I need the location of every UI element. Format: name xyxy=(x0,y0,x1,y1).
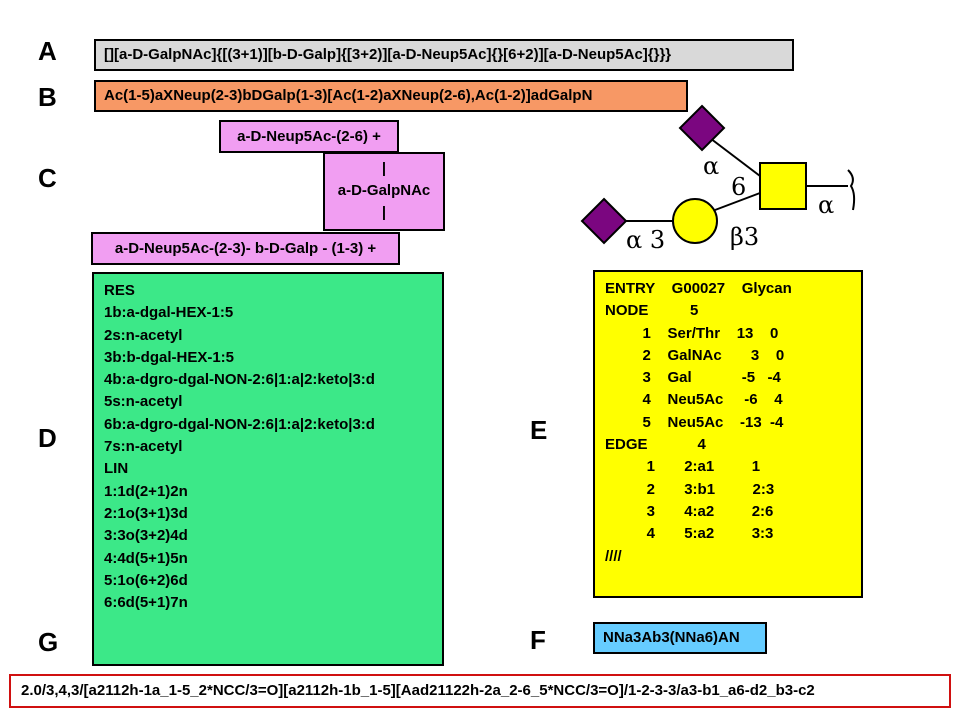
kcf-line: NODE 5 xyxy=(605,302,699,320)
kcf-line: 5 Neu5Ac -13 -4 xyxy=(605,413,784,431)
glycoct-line: 2s:n-acetyl xyxy=(104,326,183,344)
kcf-line: 1 2:a1 1 xyxy=(605,458,761,476)
label-d: D xyxy=(38,423,57,453)
kcf-line: //// xyxy=(605,547,622,565)
notation-c-bottom-branch: a-D-Neup5Ac-(2-3)- b-D-Galp - (1-3) + xyxy=(91,232,400,265)
label-six: 6 xyxy=(731,173,746,201)
notation-a-text: [][a-D-GalpNAc]{[(3+1)][b-D-Galp]{[3+2)]… xyxy=(104,46,672,63)
glycoct-line: 1b:a-dgal-HEX-1:5 xyxy=(104,304,234,322)
label-beta-three: β3 xyxy=(730,223,759,251)
notation-c-core-text: a-D-GalpNAc xyxy=(337,182,431,199)
notation-c-core: | a-D-GalpNAc | xyxy=(323,152,445,231)
kcf-line: 1 Ser/Thr 13 0 xyxy=(605,324,779,342)
kcf-box: ENTRY G00027 Glycan NODE 5 1 Ser/Thr 13 … xyxy=(593,270,863,598)
kcf-line: 4 5:a2 3:3 xyxy=(605,525,774,543)
label-alpha-top: α xyxy=(703,152,719,180)
glycoct-line: RES xyxy=(104,282,135,299)
notation-b-text: Ac(1-5)aXNeup(2-3)bDGalp(1-3)[Ac(1-2)aXN… xyxy=(104,87,593,104)
glycoct-line: 3:3o(3+2)4d xyxy=(104,527,188,545)
glycoct-line: 7s:n-acetyl xyxy=(104,438,183,456)
glycoct-line: 1:1d(2+1)2n xyxy=(104,482,188,500)
kcf-line: EDGE 4 xyxy=(605,436,706,454)
label-a: A xyxy=(38,36,57,66)
glycoct-line: 5:1o(6+2)6d xyxy=(104,571,188,589)
linucs-text: NNa3Ab3(NNa6)AN xyxy=(603,629,740,646)
kcf-line: 4 Neu5Ac -6 4 xyxy=(605,391,783,409)
galnac-square xyxy=(759,162,807,210)
glycoct-line: 3b:b-dgal-HEX-1:5 xyxy=(104,348,235,366)
notation-c-bottom-text: a-D-Neup5Ac-(2-3)- b-D-Galp - (1-3) + xyxy=(114,240,377,257)
reducing-end-bracket xyxy=(847,169,856,211)
notation-box-a: [][a-D-GalpNAc]{[(3+1)][b-D-Galp]{[3+2)]… xyxy=(94,39,794,71)
glycoct-line: 2:1o(3+1)3d xyxy=(104,504,188,522)
glycoct-line: 6b:a-dgro-dgal-NON-2:6|1:a|2:keto|3:d xyxy=(104,415,375,433)
kcf-line: 3 4:a2 2:6 xyxy=(605,502,774,520)
glycoct-line: 4b:a-dgro-dgal-NON-2:6|1:a|2:keto|3:d xyxy=(104,371,375,389)
kcf-line: 2 GalNAc 3 0 xyxy=(605,346,785,364)
notation-box-b: Ac(1-5)aXNeup(2-3)bDGalp(1-3)[Ac(1-2)aXN… xyxy=(94,80,688,112)
kcf-line: 3 Gal -5 -4 xyxy=(605,369,781,387)
notation-c-bar-top: | xyxy=(381,160,387,177)
notation-c-bar-bottom: | xyxy=(381,204,387,221)
label-b: B xyxy=(38,82,57,112)
glycoct-line: LIN xyxy=(104,460,129,478)
linucs-box: NNa3Ab3(NNa6)AN xyxy=(593,622,767,654)
gal-circle xyxy=(672,198,718,244)
kcf-line: ENTRY G00027 Glycan xyxy=(605,280,792,297)
neu5ac-diamond-left xyxy=(580,197,628,245)
wurcs-text: 2.0/3,4,3/[a2112h-1a_1-5_2*NCC/3=O][a211… xyxy=(21,682,815,699)
label-f: F xyxy=(530,625,546,655)
notation-c-top-branch: a-D-Neup5Ac-(2-6) + xyxy=(219,120,399,153)
notation-c-top-text: a-D-Neup5Ac-(2-6) + xyxy=(237,128,381,145)
glycoct-line: 4:4d(5+1)5n xyxy=(104,549,188,567)
kcf-line: 2 3:b1 2:3 xyxy=(605,480,775,498)
label-alpha-right: α xyxy=(818,191,834,219)
neu5ac-diamond-top xyxy=(678,104,726,152)
wurcs-box: 2.0/3,4,3/[a2112h-1a_1-5_2*NCC/3=O][a211… xyxy=(9,674,951,708)
label-c: C xyxy=(38,163,57,193)
label-e: E xyxy=(530,415,548,445)
label-alpha-three: α 3 xyxy=(626,226,665,254)
glycan-symbol-diagram: α 6 α α 3 β3 xyxy=(580,104,856,254)
glycoct-line: 5s:n-acetyl xyxy=(104,393,183,411)
glycoct-box: RES 1b:a-dgal-HEX-1:5 2s:n-acetyl 3b:b-d… xyxy=(92,272,444,666)
glycoct-line: 6:6d(5+1)7n xyxy=(104,594,188,612)
label-g: G xyxy=(38,627,59,657)
linkage-gal-galnac xyxy=(714,192,761,211)
